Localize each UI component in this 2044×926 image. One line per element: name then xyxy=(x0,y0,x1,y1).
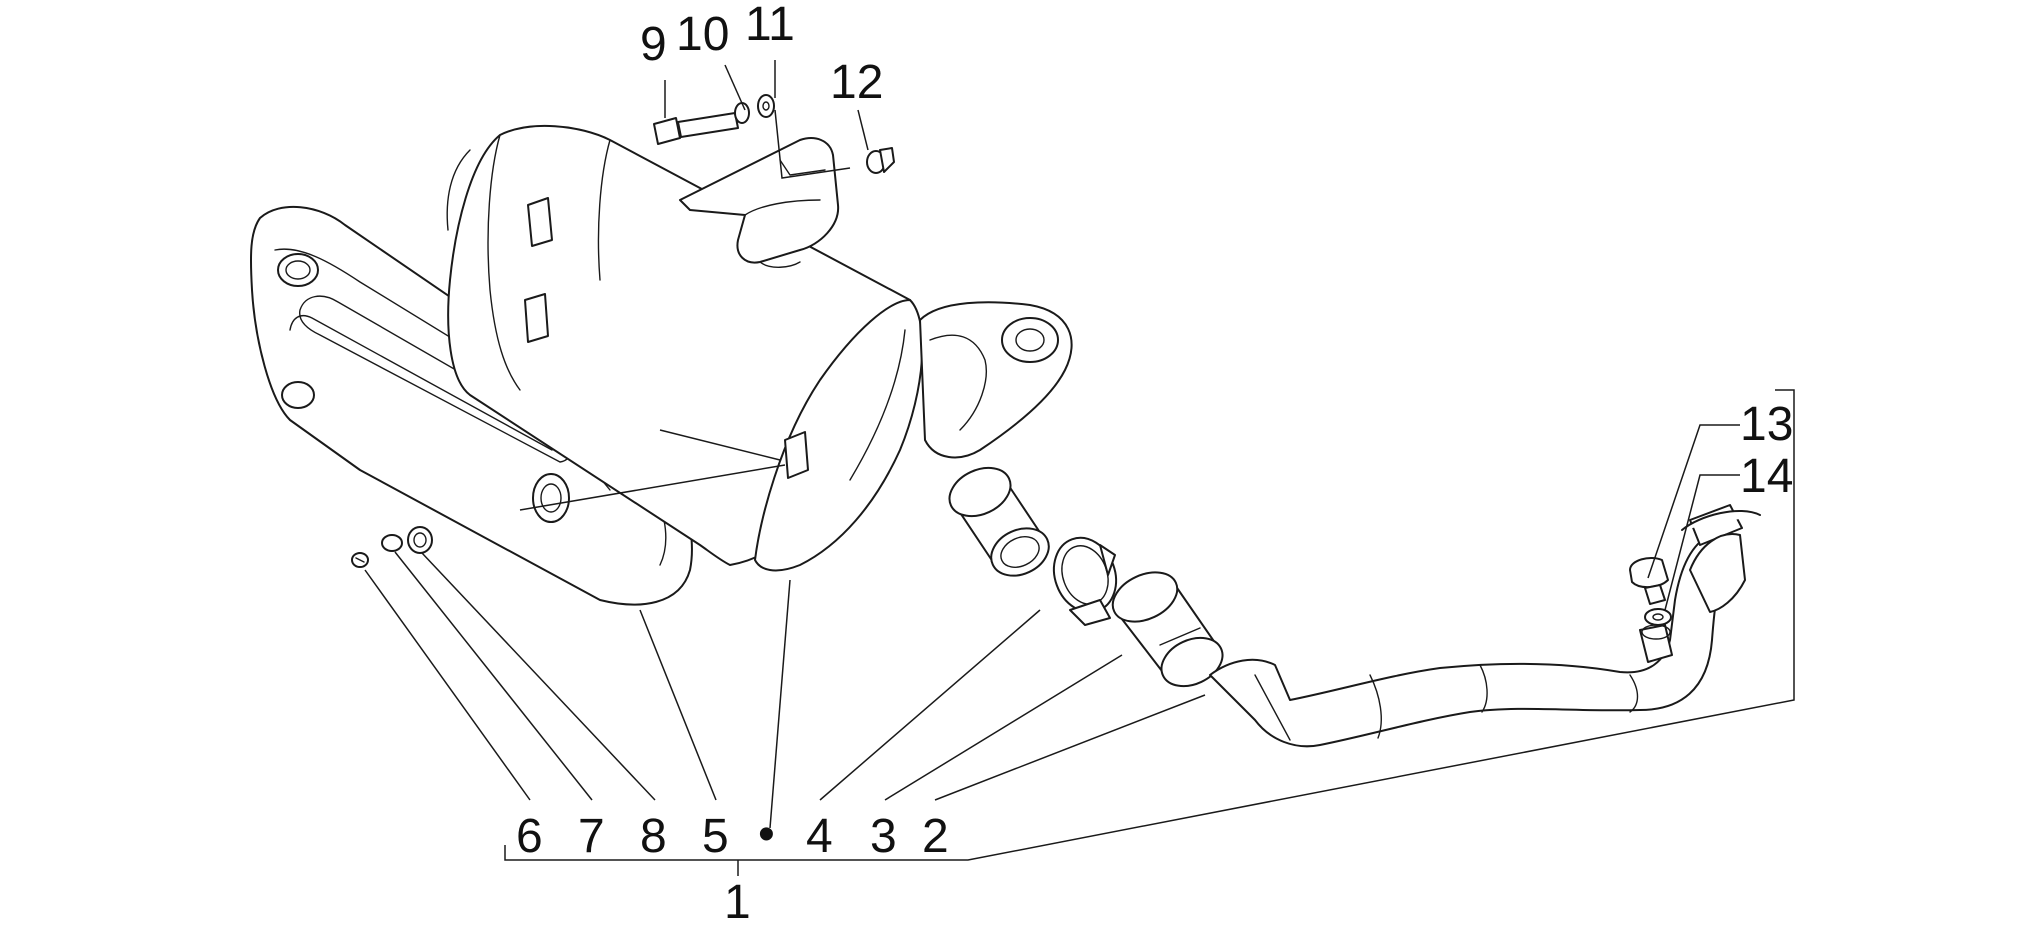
callout-11: 11 xyxy=(745,0,795,51)
callout-1: 1 xyxy=(724,876,751,926)
callout-7: 7 xyxy=(578,810,605,863)
callout-6: 6 xyxy=(516,810,543,863)
nut-12 xyxy=(866,147,895,174)
callout-14: 14 xyxy=(1740,450,1793,503)
callout-10: 10 xyxy=(676,8,729,61)
top-mount-bracket xyxy=(679,137,840,268)
callout-13: 13 xyxy=(1740,398,1793,451)
callout-2: 2 xyxy=(922,810,949,863)
washer-14 xyxy=(1644,608,1672,626)
spacer xyxy=(1639,624,1673,663)
muffler-mount-bracket xyxy=(919,301,1073,459)
bolt-9 xyxy=(653,112,739,145)
gasket-sleeve xyxy=(1111,571,1224,688)
pipe-clamp xyxy=(1052,536,1118,626)
callout-5: 5 xyxy=(702,810,729,863)
callout-8: 8 xyxy=(640,810,667,863)
callout-4: 4 xyxy=(806,810,833,863)
callout-bullet: • xyxy=(758,808,775,861)
bolt-13 xyxy=(1629,557,1669,605)
callout-3: 3 xyxy=(870,810,897,863)
callout-labels: 9 10 11 12 13 14 6 7 8 5 • 4 3 2 1 xyxy=(516,0,1793,926)
leader-lines xyxy=(364,60,1795,876)
washer-7 xyxy=(381,534,403,552)
grommet-8 xyxy=(407,526,433,554)
callout-12: 12 xyxy=(830,56,883,109)
callout-9: 9 xyxy=(640,18,667,71)
outlet-pipe xyxy=(948,466,1050,577)
washer-10 xyxy=(734,102,750,124)
muffler xyxy=(446,125,924,572)
screw-6 xyxy=(351,552,369,568)
exhaust-header-pipe xyxy=(1209,504,1761,748)
washer-11 xyxy=(757,94,775,118)
